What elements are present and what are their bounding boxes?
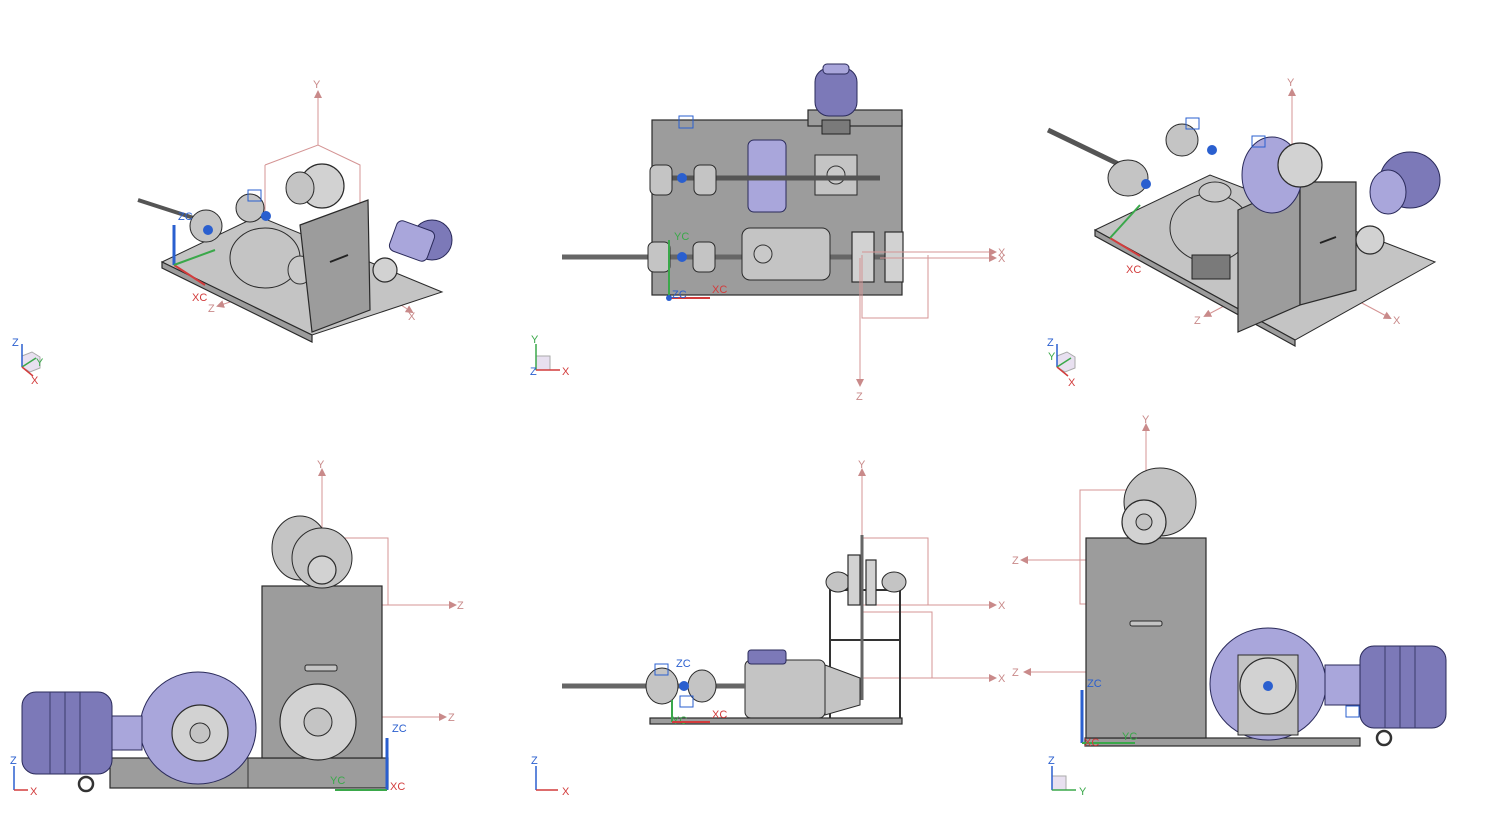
datum-csys-icon	[1185, 117, 1200, 130]
view-front[interactable]: Y X X ZC YC XC Z	[531, 459, 1006, 798]
xc-label: XC	[390, 781, 405, 793]
constraint-marker-icon	[1141, 179, 1151, 189]
zc-label: ZC	[392, 723, 407, 735]
triad-x: X	[31, 375, 39, 387]
z-axis-label-2: Z	[448, 712, 455, 724]
x-axis-label: X	[998, 600, 1006, 612]
x-axis-label: X	[1393, 315, 1401, 327]
z-axis-label: Z	[856, 391, 863, 403]
coordinate-triad-icon: Z X	[10, 755, 38, 798]
coordinate-triad-icon: Y X Z	[530, 334, 570, 378]
triad-y: Y	[36, 357, 44, 369]
constraint-marker-icon	[1263, 681, 1273, 691]
x-axis-label: X	[998, 247, 1006, 259]
xc-label: XC	[1084, 737, 1099, 749]
coordinate-triad-icon: Z Y X	[12, 337, 44, 387]
triad-x: X	[562, 366, 570, 378]
pump-housing	[744, 659, 826, 719]
view-iso-top-left[interactable]: Y X Z ZC XC	[12, 79, 453, 387]
electric-motor	[21, 691, 113, 775]
yc-label: YC	[1122, 731, 1137, 743]
triad-y: Y	[1048, 351, 1056, 363]
datum-csys-icon	[1345, 705, 1360, 718]
view-side-left[interactable]: Y Z Z ZC YC XC	[10, 459, 464, 798]
datum-csys-icon	[678, 115, 694, 129]
constraint-marker-icon	[203, 225, 213, 235]
y-axis-label: Y	[1287, 77, 1295, 89]
z-axis-label-2: Z	[1012, 667, 1019, 679]
coordinate-triad-icon: Z Y X	[1047, 337, 1076, 389]
yc-label: YC	[674, 231, 689, 243]
xc-label: XC	[712, 284, 727, 296]
pump-housing	[741, 227, 831, 281]
x-axis-label-2: X	[998, 253, 1006, 265]
triad-z: Z	[1048, 755, 1055, 767]
constraint-marker-icon	[679, 681, 689, 691]
triad-z: Z	[1047, 337, 1054, 349]
zc-label: ZC	[178, 211, 193, 223]
coordinate-triad-icon: Z X	[531, 755, 570, 798]
zc-label: ZC	[676, 658, 691, 670]
z-axis-label: Z	[457, 600, 464, 612]
y-axis-label: Y	[313, 79, 321, 91]
triad-z: Z	[10, 755, 17, 767]
triad-x: X	[1068, 377, 1076, 389]
datum-csys-icon	[247, 189, 262, 202]
triad-x: X	[562, 786, 570, 798]
constraint-marker-icon	[677, 173, 687, 183]
electric-motor	[1359, 645, 1447, 729]
z-axis-label: Z	[208, 303, 215, 315]
x-axis-label: X	[408, 311, 416, 323]
view-top[interactable]: X X Z YC XC ZC Y X Z	[530, 63, 1006, 403]
xc-label: XC	[192, 292, 207, 304]
mounting-wall	[1085, 537, 1207, 739]
y-axis-label: Y	[317, 459, 325, 471]
x-axis-label-2: X	[998, 673, 1006, 685]
view-iso-top-right[interactable]: Y X Z XC	[1046, 77, 1441, 389]
triad-z: Z	[530, 366, 537, 378]
yc-label: YC	[330, 775, 345, 787]
datum-csys-icon	[654, 663, 669, 676]
triad-y: Y	[1079, 786, 1087, 798]
zc-label: ZC	[1087, 678, 1102, 690]
xc-label: XC	[712, 709, 727, 721]
z-axis-label: Z	[1194, 315, 1201, 327]
mounting-wall	[299, 199, 371, 333]
triad-z: Z	[531, 755, 538, 767]
triad-y: Y	[531, 334, 539, 346]
zc-label: ZC	[672, 289, 687, 301]
z-axis-label: Z	[1012, 555, 1019, 567]
triad-x: X	[30, 786, 38, 798]
view-side-right[interactable]: Y Z Z ZC YC XC	[1012, 414, 1447, 798]
triad-z: Z	[12, 337, 19, 349]
electric-motor	[814, 67, 858, 117]
xc-label: XC	[1126, 264, 1141, 276]
pump-housing	[229, 227, 301, 289]
y-axis-label: Y	[858, 459, 866, 471]
y-axis-label: Y	[1142, 414, 1150, 426]
coordinate-triad-icon: Z Y	[1048, 755, 1087, 798]
